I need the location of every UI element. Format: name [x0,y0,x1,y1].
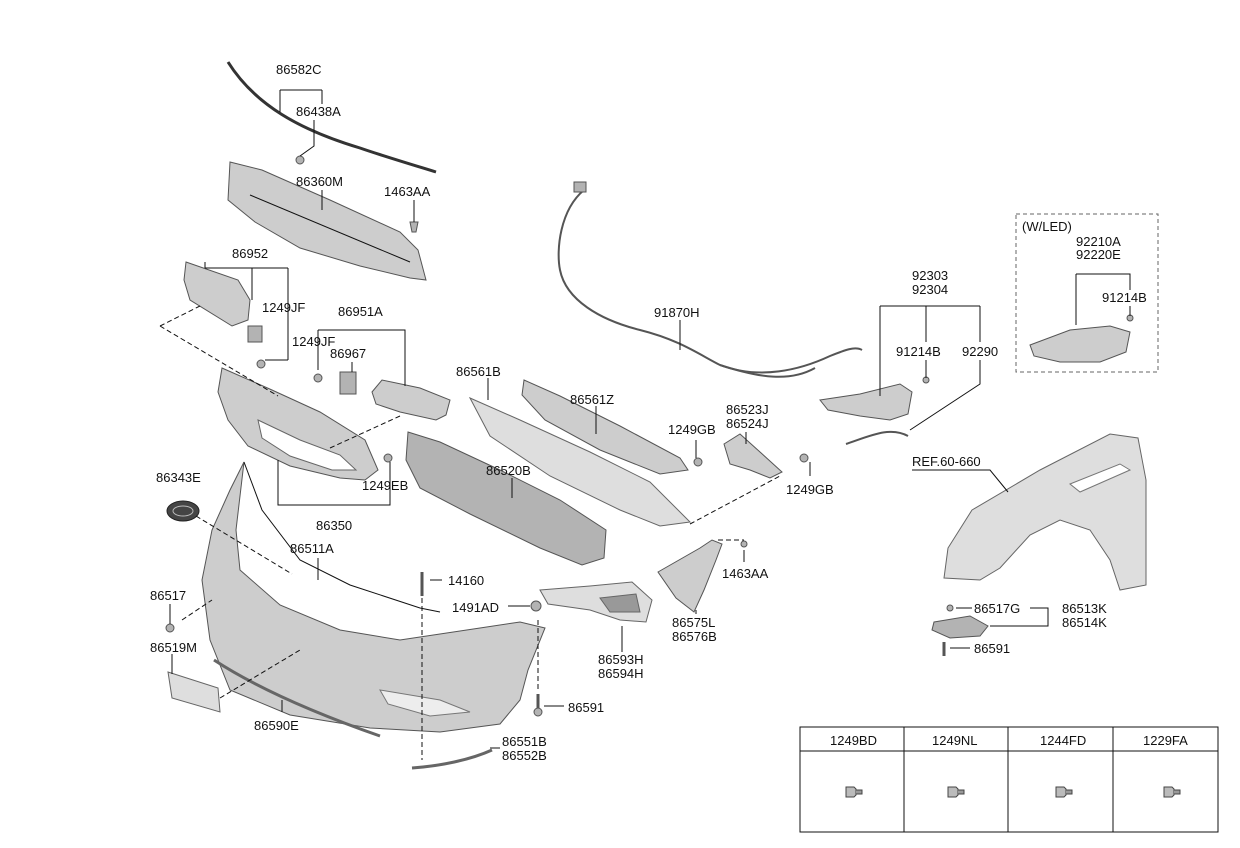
absorber-86520B [405,431,607,566]
cover-panel-86360M [227,161,427,281]
clip-1463AA-top [409,221,419,233]
strip-86551B [411,748,493,770]
label-86582C: 86582C [276,62,322,77]
emblem-86343E [166,500,200,522]
fastener-header-2: 1249NL [932,733,978,748]
fender-ref [943,433,1147,591]
label-86350: 86350 [316,518,352,533]
label-1249EB: 1249EB [362,478,408,493]
label-86590E: 86590E [254,718,299,733]
label-91870H: 91870H [654,305,700,320]
led-lamp-92210A [1029,325,1131,363]
molding-strip-86582C [226,61,437,174]
fastener-header-4: 1229FA [1143,733,1188,748]
label-86343E: 86343E [156,470,201,485]
label-14160: 14160 [448,573,484,588]
label-92210A: 92210A [1076,234,1121,249]
label-86561B: 86561B [456,364,501,379]
label-86438A: 86438A [296,104,341,119]
bolt-icon [1055,786,1073,798]
wled-option-box [1015,213,1159,373]
label-86524J: 86524J [726,416,769,431]
grille-86350 [217,367,379,481]
label-86519M: 86519M [150,640,197,655]
label-86591-mid: 86591 [568,700,604,715]
fastener-header-1: 1249BD [830,733,877,748]
label-91214B-b: 91214B [1102,290,1147,305]
bolt-icon [845,786,863,798]
bracket-86523J [723,433,783,479]
screw-1249GB-a [693,457,703,467]
screw-1249JF-a [256,359,266,369]
label-86517: 86517 [150,588,186,603]
leader-lines [169,89,1131,749]
label-86576B: 86576B [672,629,717,644]
clip-1463AA-mid [740,540,748,548]
label-1249GB-a: 1249GB [668,422,716,437]
label-92304: 92304 [912,282,948,297]
label-86360M: 86360M [296,174,343,189]
label-86520B: 86520B [486,463,531,478]
label-86514K: 86514K [1062,615,1107,630]
clip-86438A [295,155,305,165]
label-86523J: 86523J [726,402,769,417]
construction-lines [159,305,781,760]
bumper-cover-86511A [201,461,546,733]
label-86591-right: 86591 [974,641,1010,656]
nut-1491AD [530,600,542,612]
bumper-upper-edge [243,461,441,613]
label-91214B-a: 91214B [896,344,941,359]
label-1463AA-top: 1463AA [384,184,431,199]
label-86561Z: 86561Z [570,392,614,407]
label-86593H: 86593H [598,652,644,667]
fastener-table: 1249BD 1249NL 1244FD 1229FA [799,726,1219,833]
label-92303: 92303 [912,268,948,283]
fastener-table-frame [799,726,1219,833]
screw-1249JF-b [313,373,323,383]
bracket-86513K [931,615,989,639]
plate-bracket-86519M [167,671,221,713]
bracket-86952 [183,261,251,327]
label-1249GB-b: 1249GB [786,482,834,497]
bracket-86951A [371,379,451,421]
fastener-header-3: 1244FD [1040,733,1086,748]
bolt-icon [1163,786,1181,798]
cap-86517G [946,604,954,612]
grille-86561B [468,396,692,527]
drl-wire-92290 [845,430,909,445]
cap-86517 [165,623,175,633]
label-86951A: 86951A [338,304,383,319]
label-1249JF-b: 1249JF [292,334,335,349]
wiring-harness-91870H [557,189,863,374]
screw-1249GB-b [799,453,809,463]
grille-insert-86561Z [521,379,689,475]
label-86952: 86952 [232,246,268,261]
label-86552B: 86552B [502,748,547,763]
drl-lamp-92303 [819,383,913,421]
label-86575L: 86575L [672,615,715,630]
label-92290: 92290 [962,344,998,359]
label-92220E: 92220E [1076,247,1121,262]
label-1463AA-mid: 1463AA [722,566,769,581]
bracket-insert [247,325,263,343]
label-1491AD: 1491AD [452,600,499,615]
label-1249JF-a: 1249JF [262,300,305,315]
screw-1249EB [383,453,393,463]
label-86967: 86967 [330,346,366,361]
label-86551B: 86551B [502,734,547,749]
label-ref-60-660: REF.60-660 [912,454,981,469]
bracket-86967 [339,371,357,395]
connector-harness [573,181,587,193]
label-86513K: 86513K [1062,601,1107,616]
label-86517G: 86517G [974,601,1020,616]
lower-strip-86590E [213,658,381,738]
label-86511A: 86511A [290,541,334,556]
fog-opening-left [379,689,471,717]
side-piece-86575L [657,539,723,613]
label-wled: (W/LED) [1022,219,1072,234]
bolt-icon [947,786,965,798]
part-labels: 86582C 86438A 86360M 1463AA 86952 1249JF… [150,62,1147,763]
label-86594H: 86594H [598,666,644,681]
